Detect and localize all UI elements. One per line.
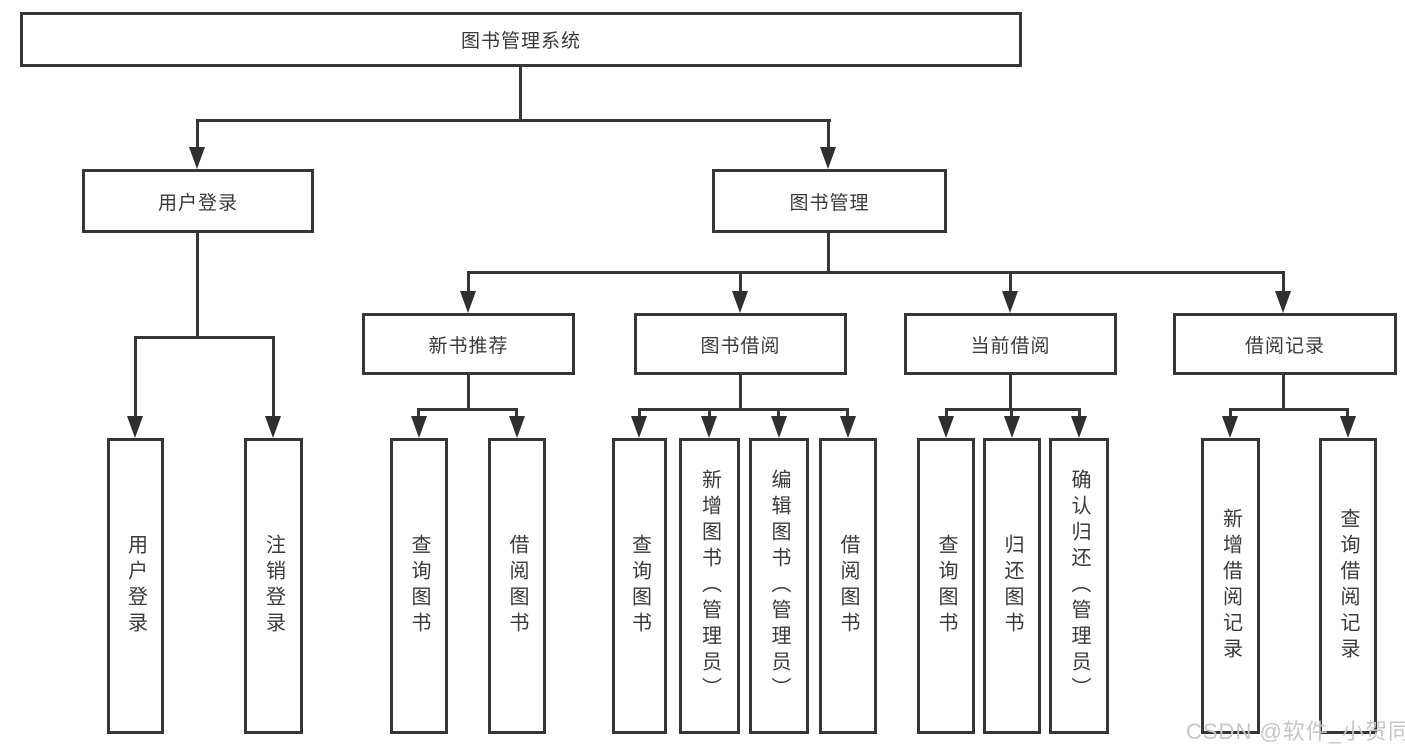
connector-drop-recommend [467,271,470,293]
leaf-user-login-label: 用户登录 [124,534,147,638]
connector-mgmt-bar [467,271,1285,274]
arrowhead-current-borrow [1002,291,1018,313]
node-root-label: 图书管理系统 [460,31,581,52]
arrowhead-borrow-record [1275,291,1291,313]
connector-root-trunk [519,67,522,121]
connector-drop-recommend-borrow [515,408,518,418]
arrowhead-recommend [460,291,476,313]
arrowhead-confirm-return [1071,416,1087,438]
leaf-recommend-query-book: 查询图书 [390,438,448,734]
leaf-add-borrow-record-label: 新增借阅记录 [1219,508,1242,664]
connector-current-trunk [1009,375,1012,408]
leaf-add-book-admin: 新增图书（管理员） [679,438,740,734]
connector-login-trunk [196,233,199,336]
arrowhead-leaf-logout [265,416,281,438]
leaf-borrow-book-label: 借阅图书 [837,534,859,638]
connector-recommend-bar [418,408,518,411]
csdn-watermark: CSDN @软件_小贺同学 [1186,719,1405,744]
leaf-add-book-admin-label: 新增图书（管理员） [698,469,721,703]
node-borrow-record: 借阅记录 [1173,313,1397,375]
node-book-management: 图书管理 [712,169,947,233]
leaf-logout: 注销登录 [244,438,303,734]
connector-drop-leaf-logout [272,336,275,416]
connector-drop-edit-book [777,408,780,418]
connector-login-bar [134,336,275,339]
connector-borrow-bar [638,408,849,411]
arrowhead-current-query [938,416,954,438]
leaf-return-book-label: 归还图书 [1001,534,1023,638]
arrowhead-edit-book [771,416,787,438]
connector-record-bar [1229,408,1349,411]
arrowhead-book-borrow [732,291,748,313]
leaf-recommend-query-book-label: 查询图书 [408,534,430,638]
connector-drop-add-book [708,408,711,418]
node-book-management-label: 图书管理 [789,192,870,214]
leaf-return-book: 归还图书 [983,438,1041,734]
leaf-recommend-borrow-book-label: 借阅图书 [506,534,528,638]
node-new-book-recommend: 新书推荐 [362,313,575,375]
arrowhead-return-book [1004,416,1020,438]
arrowhead-recommend-borrow [509,416,525,438]
node-user-login: 用户登录 [82,169,314,233]
connector-drop-current-borrow [1009,271,1012,293]
connector-drop-return-book [1010,408,1013,418]
leaf-edit-book-admin-label: 编辑图书（管理员） [768,469,790,703]
connector-drop-leaf-user-login [134,336,137,416]
connector-borrow-trunk [739,375,742,408]
arrowhead-add-record [1222,416,1238,438]
leaf-edit-book-admin: 编辑图书（管理员） [749,438,809,734]
connector-drop-borrow-query [638,408,641,418]
arrowhead-borrow-leaf [840,416,856,438]
leaf-user-login: 用户登录 [107,438,164,734]
connector-drop-query-record [1346,408,1349,418]
leaf-add-borrow-record: 新增借阅记录 [1201,438,1260,734]
leaf-confirm-return-admin-label: 确认归还（管理员） [1068,469,1090,703]
arrowhead-query-record [1340,416,1356,438]
leaf-borrow-query-book-label: 查询图书 [628,534,651,638]
connector-drop-current-query [945,408,948,418]
connector-drop-borrow-leaf [846,408,849,418]
arrowhead-add-book [701,416,717,438]
leaf-query-borrow-record: 查询借阅记录 [1319,438,1377,734]
leaf-logout-label: 注销登录 [262,534,285,638]
arrowhead-book-management [820,147,836,169]
node-current-borrow: 当前借阅 [904,313,1117,375]
node-borrow-record-label: 借阅记录 [1244,335,1325,357]
arrowhead-leaf-user-login [127,416,143,438]
connector-recommend-trunk [467,375,470,408]
arrowhead-recommend-query [411,416,427,438]
leaf-confirm-return-admin: 确认归还（管理员） [1049,438,1109,734]
leaf-borrow-query-book: 查询图书 [612,438,667,734]
node-new-book-recommend-label: 新书推荐 [428,335,509,357]
connector-drop-recommend-query [417,408,420,418]
leaf-recommend-borrow-book: 借阅图书 [488,438,546,734]
connector-current-bar [945,408,1081,411]
connector-mgmt-trunk [827,233,830,273]
node-book-borrow: 图书借阅 [634,313,847,375]
arrowhead-user-login [189,147,205,169]
leaf-query-borrow-record-label: 查询借阅记录 [1337,508,1359,664]
node-book-borrow-label: 图书借阅 [700,335,781,357]
leaf-current-query-book-label: 查询图书 [935,534,957,638]
node-root: 图书管理系统 [20,12,1022,67]
node-user-login-label: 用户登录 [157,192,238,214]
leaf-current-query-book: 查询图书 [917,438,975,734]
connector-record-trunk [1282,375,1285,408]
connector-drop-confirm-return [1078,408,1081,418]
connector-drop-book-management [827,119,830,149]
arrowhead-borrow-query [631,416,647,438]
connector-drop-borrow-record [1282,271,1285,293]
connector-drop-add-record [1229,408,1232,418]
leaf-borrow-book: 借阅图书 [819,438,877,734]
node-current-borrow-label: 当前借阅 [970,335,1051,357]
connector-root-bar [197,119,831,122]
connector-drop-book-borrow [739,271,742,293]
connector-drop-user-login [196,119,199,149]
